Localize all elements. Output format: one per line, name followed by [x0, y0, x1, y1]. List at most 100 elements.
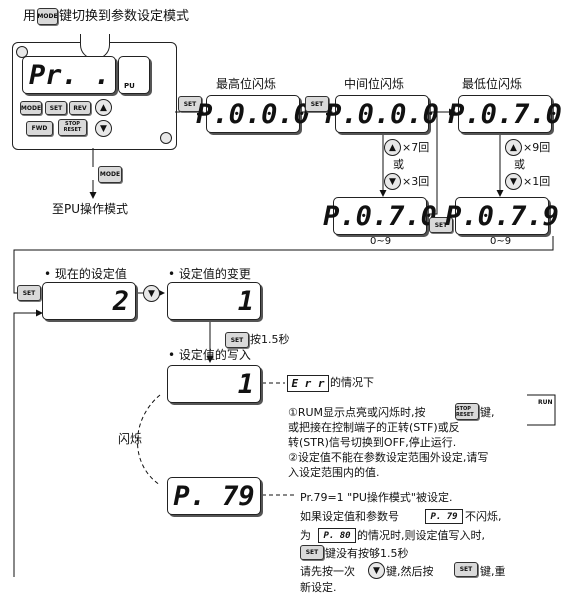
- mid-down-count: ×3回: [402, 175, 430, 188]
- p79-small-display: P. 79: [425, 509, 463, 524]
- top-pre: 用: [23, 9, 37, 24]
- note-p79-5b: 键,然后按: [386, 565, 434, 578]
- note-p79-2a: 如果设定值和参数号: [300, 510, 399, 523]
- hold-text: 按1.5秒: [250, 333, 290, 346]
- down-arrow-icon: ▼: [384, 173, 401, 190]
- mid-or: 或: [393, 158, 404, 171]
- step3-label: 最低位闪烁: [462, 77, 523, 91]
- set-button-label: SET: [49, 104, 63, 112]
- err-suffix: 的情况下: [330, 376, 374, 389]
- change-value-text: 1: [237, 285, 254, 317]
- right-up-count: ×9回: [523, 141, 551, 154]
- change-value-display: 1: [167, 282, 261, 320]
- current-value-title-text: 现在的设定值: [54, 267, 127, 281]
- blink-label: 闪烁: [118, 432, 143, 446]
- write-value-title: • 设定值的写入: [168, 348, 251, 362]
- step3-display-text: P.0.7.0: [448, 98, 562, 130]
- panel-display: Pr. .: [22, 56, 116, 94]
- note-3: 转(STR)信号切换到OFF,停止运行.: [288, 436, 457, 449]
- note-1: ①RUM显示点亮或闪烁时,按: [288, 406, 426, 419]
- set-button[interactable]: SET: [45, 101, 67, 115]
- current-value-display: 2: [42, 282, 136, 320]
- set-key-2[interactable]: SET: [305, 96, 329, 112]
- mode-key-bottom[interactable]: MODE: [98, 166, 122, 183]
- err-display-text: E r r: [291, 377, 325, 390]
- write-value-title-text: 设定值的写入: [178, 348, 251, 362]
- mode-button[interactable]: MODE: [20, 101, 42, 115]
- set-key-current-label: SET: [22, 289, 36, 297]
- set-key-mid[interactable]: SET: [429, 217, 453, 233]
- panel-pu-indicator: PU: [118, 56, 150, 94]
- note-2: 或把接在控制端子的正转(STF)或反: [288, 421, 460, 434]
- pu-label: PU: [124, 82, 135, 90]
- step5-range: 0~9: [490, 236, 512, 247]
- set-key-mid-label: SET: [434, 221, 448, 229]
- p79-display-text: P. 79: [173, 480, 255, 512]
- down-arrow-icon: ▼: [100, 123, 107, 134]
- step4-display-text: P.0.7.0: [323, 200, 437, 232]
- change-value-title: • 设定值的变更: [168, 267, 251, 281]
- rev-button[interactable]: REV: [69, 101, 91, 115]
- note-p79-6: 新设定.: [300, 581, 337, 594]
- top-instruction: 键切换到参数设定模式: [59, 9, 190, 24]
- right-down-count: ×1回: [523, 175, 551, 188]
- panel-notch: [80, 34, 110, 59]
- p79-small-text: P. 79: [430, 511, 458, 522]
- mode-key-top[interactable]: MODE: [37, 8, 58, 25]
- set-key-1[interactable]: SET: [178, 96, 202, 112]
- step3-display: P.0.7.0: [448, 95, 562, 133]
- note-p79-3b: 的情况时,则设定值写入时,: [357, 529, 485, 542]
- p80-small-display: P. 80: [318, 528, 356, 543]
- fwd-button[interactable]: FWD: [26, 121, 53, 136]
- step1-label: 最高位闪烁: [216, 77, 277, 91]
- set-key-note[interactable]: SET: [300, 545, 324, 560]
- note-1-tail: 键,: [480, 406, 495, 419]
- stop-reset-key[interactable]: STOP RESET: [455, 403, 479, 420]
- down-arrow-icon: ▼: [143, 285, 160, 302]
- down-arrow-icon: ▼: [368, 562, 385, 579]
- up-arrow-icon: ▲: [384, 139, 401, 156]
- down-button[interactable]: ▼: [95, 120, 112, 137]
- note-p79-4: 键没有按够1.5秒: [325, 547, 409, 560]
- set-key-hold-label: SET: [230, 336, 244, 344]
- note-p79-5c: 键,重: [480, 565, 506, 578]
- stop-reset-button[interactable]: STOP RESET: [58, 119, 87, 136]
- run-label: RUN: [538, 399, 553, 406]
- down-arrow-icon: ▼: [505, 173, 522, 190]
- p79-display: P. 79: [167, 477, 261, 515]
- set-key-current[interactable]: SET: [17, 285, 41, 301]
- step2-label: 中间位闪烁: [344, 77, 405, 91]
- up-arrow-icon: ▲: [100, 102, 107, 113]
- mode-key-bottom-label: MODE: [99, 171, 121, 178]
- note-p79-2b: 不闪烁,: [465, 510, 502, 523]
- screw-icon: [160, 132, 172, 144]
- step2-display-text: P.0.0.0: [325, 98, 439, 130]
- note-p79-1: Pr.79=1 "PU操作模式"被设定.: [300, 491, 453, 504]
- write-value-text: 1: [237, 368, 254, 400]
- up-button[interactable]: ▲: [95, 99, 112, 116]
- mode-button-label: MODE: [20, 104, 42, 112]
- step1-display: P.0.0.0: [196, 95, 310, 133]
- set-key-note-label: SET: [305, 549, 319, 556]
- mid-up-count: ×7回: [402, 141, 430, 154]
- set-key-1-label: SET: [183, 100, 197, 108]
- panel-display-text: Pr. .: [29, 59, 111, 91]
- mode-key-label: MODE: [37, 13, 58, 20]
- fwd-button-label: FWD: [31, 125, 48, 132]
- stop-reset-label: STOP RESET: [63, 121, 82, 133]
- note-4: ②设定值不能在参数设定范围外设定,请写: [288, 451, 489, 464]
- step5-display: P.0.7.9: [445, 197, 559, 235]
- set-key-hold[interactable]: SET: [225, 332, 249, 348]
- to-pu-mode-text: 至PU操作模式: [52, 202, 129, 216]
- step5-display-text: P.0.7.9: [445, 200, 559, 232]
- set-key-note-2[interactable]: SET: [454, 562, 478, 577]
- p80-small-text: P. 80: [323, 530, 351, 541]
- step2-display: P.0.0.0: [325, 95, 439, 133]
- write-value-display: 1: [167, 365, 261, 403]
- err-display: E r r: [287, 375, 329, 392]
- step4-range: 0~9: [370, 236, 392, 247]
- step1-display-text: P.0.0.0: [196, 98, 310, 130]
- note-p79-3a: 为: [300, 529, 311, 542]
- note-5: 入设定范围内的值.: [288, 466, 380, 479]
- current-value-text: 2: [112, 285, 129, 317]
